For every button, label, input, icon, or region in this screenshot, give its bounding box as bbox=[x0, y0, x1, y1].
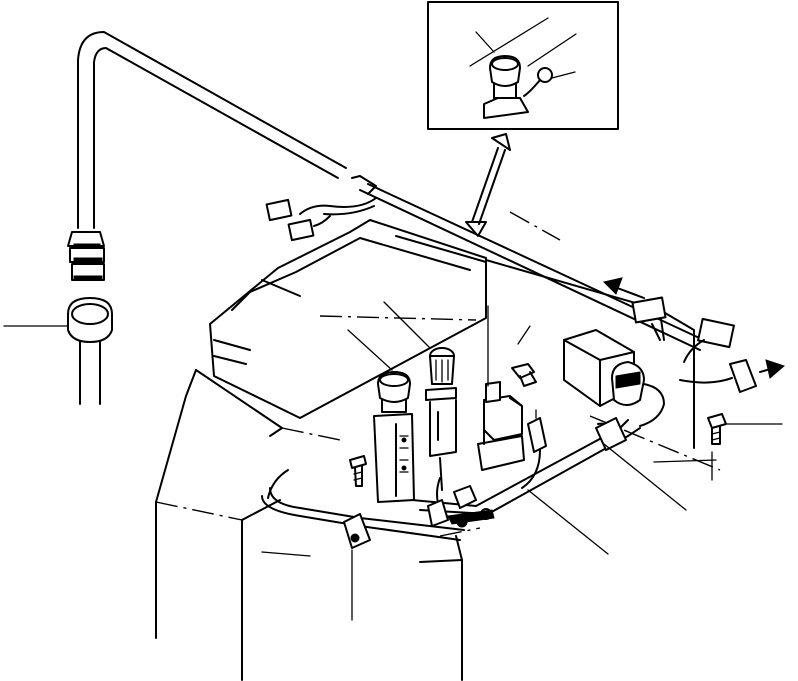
leader-lines bbox=[261, 301, 717, 557]
connector-icon bbox=[521, 409, 547, 489]
inset-connector-icon bbox=[523, 67, 576, 97]
connector-icon bbox=[679, 359, 757, 393]
bolt-icon bbox=[349, 455, 367, 487]
arrow-icon bbox=[603, 277, 645, 299]
connector-pigtail bbox=[265, 197, 377, 242]
cap-icon bbox=[3, 297, 113, 405]
inset-lamp-icon bbox=[483, 55, 529, 119]
wiring-harness bbox=[261, 417, 641, 541]
relay-icon bbox=[477, 381, 525, 471]
antenna-cable bbox=[77, 31, 709, 351]
connector-icon bbox=[265, 198, 293, 222]
inset-leader-3 bbox=[527, 33, 577, 67]
detail-inset bbox=[427, 1, 619, 130]
inset-frame bbox=[427, 1, 619, 130]
inset-leader-1 bbox=[469, 17, 549, 67]
connector-icon bbox=[287, 218, 315, 242]
grommet-icon bbox=[67, 231, 105, 281]
connector-icon bbox=[683, 317, 735, 363]
side-lamp-icon bbox=[563, 329, 665, 427]
double-arrow-icon bbox=[465, 133, 511, 237]
connector-icon bbox=[631, 296, 667, 341]
bolt-icon bbox=[707, 413, 783, 445]
switch-knob-icon bbox=[425, 347, 457, 491]
rotating-lamp-icon bbox=[373, 371, 415, 503]
arrow-icon bbox=[759, 359, 785, 379]
bolt-icon bbox=[511, 363, 537, 387]
cab-body bbox=[155, 211, 721, 681]
inset-leader-2 bbox=[475, 31, 495, 53]
clamp-icon bbox=[343, 513, 371, 621]
